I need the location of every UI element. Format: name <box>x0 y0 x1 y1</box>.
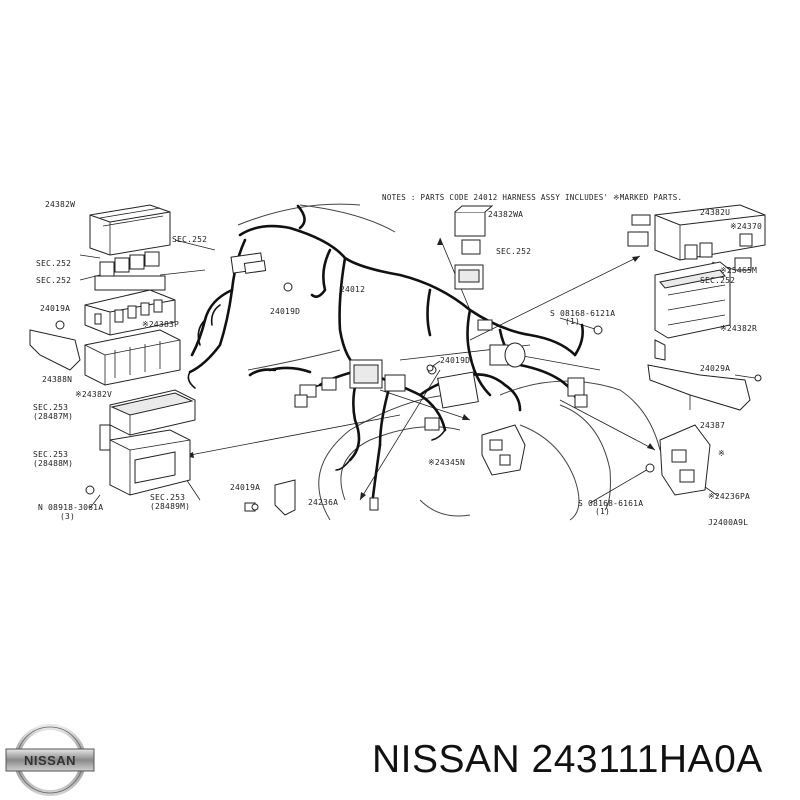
label-08168-6161a: S 08168-6161A <box>578 499 643 508</box>
harness-connectors <box>230 252 588 511</box>
relay-box-24382u <box>627 204 766 271</box>
part-labels: NOTES : PARTS CODE 24012 HARNESS ASSY IN… <box>33 193 762 527</box>
label-marked: ※ <box>718 449 725 458</box>
label-sec253-b: SEC.253 <box>33 450 68 459</box>
fuse-block-24383p <box>84 289 176 336</box>
label-qty-1-b: (1) <box>595 507 610 516</box>
label-sec252-a: SEC.252 <box>172 235 207 244</box>
label-24019d-center: 24019D <box>440 356 470 365</box>
label-25465m: ※25465M <box>720 266 757 275</box>
label-24382r: ※24382R <box>720 324 757 333</box>
label-28488m: (28488M) <box>33 459 73 468</box>
label-08168-6121a: S 08168-6121A <box>550 309 615 318</box>
label-28487m: (28487M) <box>33 412 73 421</box>
relay-block-24382r <box>654 242 731 339</box>
label-sec252-right: SEC.252 <box>700 276 735 285</box>
bracket-24387 <box>647 339 762 411</box>
label-sec252-center: SEC.252 <box>496 247 531 256</box>
label-24019a-left: 24019A <box>40 304 70 313</box>
label-08918-3061a: N 08918-3061A <box>38 503 103 512</box>
notes-text: NOTES : PARTS CODE 24012 HARNESS ASSY IN… <box>382 193 682 202</box>
label-sec253-a: SEC.253 <box>33 403 68 412</box>
label-24236a: 24236A <box>308 498 338 507</box>
label-24029a: 24029A <box>700 364 730 373</box>
relay-block <box>94 251 166 291</box>
label-24388n: 24388N <box>42 375 72 384</box>
part-number-caption: NISSAN 243111HA0A <box>372 738 763 781</box>
label-24382u: 24382U <box>700 208 730 217</box>
label-28489m: (28489M) <box>150 502 190 511</box>
label-sec252-b: SEC.252 <box>36 259 71 268</box>
label-24019d-left: 24019D <box>270 307 300 316</box>
bracket-24388n <box>29 320 81 371</box>
label-qty-3: (3) <box>60 512 75 521</box>
figure-code: J2400A9L <box>708 518 748 527</box>
logo-text: NISSAN <box>24 753 76 768</box>
fuse-box-cover-24382w <box>89 204 171 256</box>
label-24382wa: 24382WA <box>488 210 523 219</box>
label-24382v: ※24382V <box>75 390 112 399</box>
bracket-24236pa <box>645 424 711 496</box>
nissan-logo: NISSAN <box>5 724 95 796</box>
label-24383p: ※24383P <box>142 320 179 329</box>
fuse-block-24382v <box>84 329 181 386</box>
ipdm-lower-box-28488m <box>85 424 191 496</box>
label-sec252-c: SEC.252 <box>36 276 71 285</box>
label-24370: ※24370 <box>730 222 762 231</box>
label-24236pa: ※24236PA <box>708 492 750 501</box>
relay-24382wa <box>454 205 494 290</box>
car-body-outline <box>237 203 661 521</box>
label-24382w: 24382W <box>45 200 75 209</box>
bolts <box>251 325 603 511</box>
label-sec253-c: SEC.253 <box>150 493 185 502</box>
bracket-24345n <box>481 424 526 476</box>
bracket-24236a <box>244 479 296 516</box>
label-24012: 24012 <box>340 285 365 294</box>
label-24019a-bottom: 24019A <box>230 483 260 492</box>
label-24345n: ※24345N <box>428 458 465 467</box>
label-24387: 24387 <box>700 421 725 430</box>
label-qty-1-a: (1) <box>565 317 580 326</box>
ipdm-box-28487m <box>109 389 196 436</box>
